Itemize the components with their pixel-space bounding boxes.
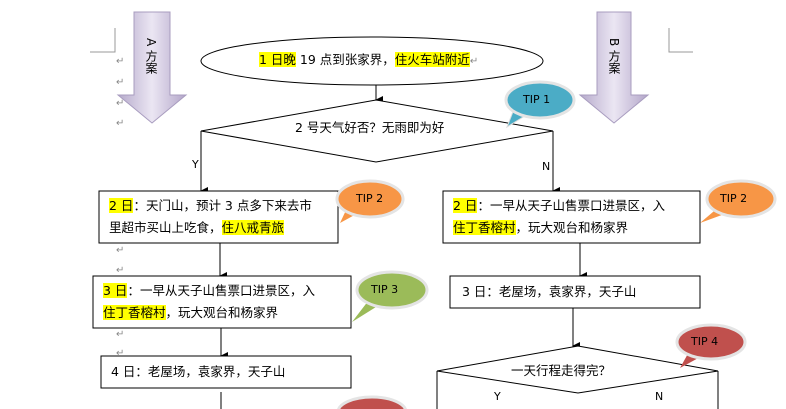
a-day3-text: 3 日：一早从天子山售票口进景区，入住丁香榕村，玩大观台和杨家界: [103, 280, 315, 324]
decision1-diamond: [200, 99, 554, 163]
b-decision-yes: Y: [494, 390, 501, 403]
a-day2-t1: ：天门山，预计 3 点多下来去市: [133, 198, 312, 213]
start-highlight-2: 住火车站附近: [394, 52, 470, 67]
tip3-label: TIP 3: [371, 283, 399, 296]
decision1-yes: Y: [192, 158, 199, 171]
tip1-label: TIP 1: [523, 93, 551, 106]
tip5-callout-partial: [337, 395, 407, 409]
para-mark: ↵: [469, 56, 479, 67]
tip1-callout: [504, 80, 576, 129]
b-day2-hl1: 2 日: [453, 198, 478, 213]
a-day3-t2: ，玩大观台和杨家界: [165, 305, 279, 320]
para-mark: ↵: [116, 348, 125, 359]
decision1-text: 2 号天气好否？无雨即为好: [295, 120, 445, 135]
para-mark: ↵: [116, 98, 125, 109]
a-day4-text: 4 日：老屋场，袁家界，天子山: [111, 364, 286, 379]
a-day3-hl1: 3 日: [103, 283, 128, 298]
a-day2-box: [98, 190, 339, 244]
a-day4-box: [100, 355, 352, 389]
arrow-b-label: B 方案: [607, 38, 621, 75]
tip2a-label: TIP 2: [356, 192, 384, 205]
para-mark: ↵: [116, 77, 125, 88]
b-day2-text: 2 日：一早从天子山售票口进景区，入住丁香榕村，玩大观台和杨家界: [453, 195, 665, 239]
a-day2-hl1: 2 日: [109, 198, 134, 213]
b-day2-t2: ，玩大观台和杨家界: [515, 220, 629, 235]
tip4-label: TIP 4: [691, 335, 719, 348]
a-day3-hl2: 住丁香榕村: [103, 305, 166, 320]
a-day2-hl2: 住八戒青旅: [221, 220, 285, 235]
b-day2-t1: ：一早从天子山售票口进景区，入: [477, 198, 665, 213]
a-day3-t1: ：一早从天子山售票口进景区，入: [127, 283, 315, 298]
para-mark: ↵: [116, 56, 125, 67]
b-decision-text: 一天行程走得完？: [511, 363, 612, 378]
tip3-callout: [352, 270, 429, 322]
b-decision-diamond: [436, 345, 719, 394]
para-mark: ↵: [116, 245, 125, 256]
tip2b-callout: [700, 179, 777, 223]
para-mark: ↵: [116, 265, 125, 276]
b-day3-box: [449, 275, 701, 309]
para-mark: ↵: [116, 329, 125, 340]
tip2a-callout: [335, 179, 405, 223]
corner-mark-right: [668, 28, 693, 53]
b-day3-text: 3 日：老屋场，袁家界，天子山: [462, 284, 637, 299]
corner-mark-left: [90, 28, 116, 53]
b-day2-hl2: 住丁香榕村: [453, 220, 516, 235]
a-day2-t2: 里超市买山上吃食，: [109, 220, 222, 235]
decision1-no: N: [542, 160, 551, 173]
a-day2-text: 2 日：天门山，预计 3 点多下来去市里超市买山上吃食，住八戒青旅: [109, 195, 312, 239]
arrow-a-label: A 方案: [144, 38, 158, 75]
para-mark: ↵: [116, 118, 125, 129]
tip4-callout: [675, 323, 747, 368]
start-text-mid: 19 点到张家界，: [295, 52, 395, 67]
start-highlight-1: 1 日晚: [259, 52, 296, 67]
start-text: 1 日晚 19 点到张家界，住火车站附近↵: [259, 49, 478, 73]
arrow-a-shape: [116, 11, 188, 124]
tip2b-label: TIP 2: [720, 192, 748, 205]
b-decision-no: N: [655, 390, 664, 403]
arrow-b-shape: [578, 11, 650, 124]
start-ellipse: [200, 36, 544, 86]
